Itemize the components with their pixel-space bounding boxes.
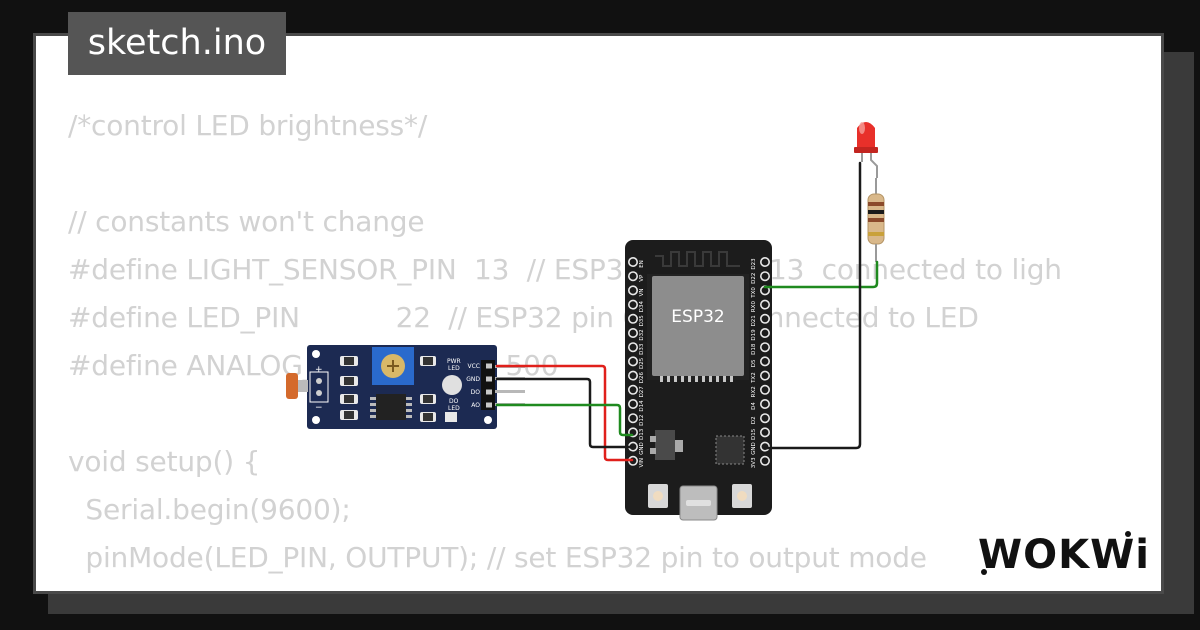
- pin-label: VIN: [639, 458, 645, 468]
- pin-d25[interactable]: [627, 356, 638, 367]
- editor-card: /*control LED brightness*/ // constants …: [33, 33, 1164, 594]
- pin-d27[interactable]: [627, 384, 638, 395]
- pin-label: D12: [639, 415, 645, 426]
- pin-label: D34: [639, 300, 645, 312]
- pin-d23[interactable]: [759, 256, 770, 267]
- pin-label: D5: [751, 359, 757, 367]
- pin-3v3[interactable]: [759, 455, 770, 466]
- svg-text:+: +: [315, 365, 323, 375]
- pin-label: VN: [639, 288, 645, 296]
- pin-en[interactable]: [627, 256, 638, 267]
- pin-label: D33: [639, 343, 645, 355]
- pin-d33[interactable]: [627, 342, 638, 353]
- pin-label: D13: [639, 428, 645, 440]
- resistor[interactable]: [867, 178, 885, 262]
- pin-rx2[interactable]: [759, 384, 770, 395]
- pin-d19[interactable]: [759, 327, 770, 338]
- pin-label: D27: [639, 386, 645, 398]
- pin-label: GND: [639, 442, 645, 455]
- pin-label: RX2: [751, 386, 757, 397]
- pin-label: D15: [751, 428, 757, 440]
- code-line[interactable]: Serial.begin(9600);: [68, 493, 351, 526]
- pin-d12[interactable]: [627, 413, 638, 424]
- file-tab[interactable]: sketch.ino: [68, 12, 286, 75]
- pin-label: D21: [751, 315, 757, 326]
- pin-d21[interactable]: [759, 313, 770, 324]
- sensor-pin-gnd[interactable]: [486, 376, 492, 382]
- pin-d5[interactable]: [759, 356, 770, 367]
- sensor-pin-label: AO: [471, 402, 480, 409]
- pin-tx2[interactable]: [759, 370, 770, 381]
- pin-gnd[interactable]: [759, 441, 770, 452]
- pin-label: VP: [639, 274, 645, 282]
- wokwi-logo-text: WOKWi: [978, 532, 1150, 576]
- pin-d35[interactable]: [627, 313, 638, 324]
- sensor-pin-label: DO: [471, 389, 481, 396]
- red-led[interactable]: [854, 122, 878, 178]
- pin-label: D22: [751, 273, 757, 284]
- sensor-pin-ao[interactable]: [486, 402, 492, 408]
- pin-label: D4: [751, 402, 757, 410]
- pin-label: D26: [639, 371, 645, 383]
- svg-text:−: −: [315, 403, 323, 413]
- pin-d18[interactable]: [759, 342, 770, 353]
- code-line[interactable]: // constants won't change: [68, 205, 425, 238]
- sensor-pin-header: VCC GND DO AO: [466, 363, 492, 409]
- pin-label: D18: [751, 343, 757, 355]
- wire-led-cathode[interactable]: [763, 161, 862, 450]
- pin-d4[interactable]: [759, 398, 770, 409]
- wire-vcc[interactable]: [495, 364, 634, 462]
- sensor-pin-label: GND: [466, 376, 480, 383]
- pin-d26[interactable]: [627, 370, 638, 381]
- pin-label: TX2: [751, 372, 757, 384]
- pin-label: D14: [639, 400, 645, 412]
- esp32-board[interactable]: ESP32 ENVPVND34D35D32D33D25D26D27D14D12D…: [625, 240, 772, 521]
- pin-label: D2: [751, 416, 757, 424]
- sensor-pin-do[interactable]: [486, 389, 492, 395]
- pin-d34[interactable]: [627, 299, 638, 310]
- pin-d14[interactable]: [627, 398, 638, 409]
- wire-led-anode[interactable]: [763, 260, 879, 289]
- pin-label: RX0: [751, 301, 757, 313]
- pin-vp[interactable]: [627, 271, 638, 282]
- pin-label: EN: [639, 260, 645, 268]
- pin-rx0[interactable]: [759, 299, 770, 310]
- pin-label: TX0: [751, 287, 757, 299]
- pin-label: D32: [639, 329, 645, 340]
- pin-label: D23: [751, 258, 757, 270]
- wokwi-logo: WOKWi: [978, 531, 1150, 576]
- pin-label: 3V3: [751, 457, 757, 468]
- board-label: ESP32: [671, 307, 724, 327]
- sensor-pin-label: VCC: [468, 363, 480, 370]
- pin-label: D19: [751, 329, 757, 341]
- pin-label: D35: [639, 315, 645, 327]
- esp32-module: [652, 276, 744, 376]
- pin-label: GND: [751, 442, 757, 455]
- pin-d32[interactable]: [627, 327, 638, 338]
- pin-d2[interactable]: [759, 413, 770, 424]
- pin-d22[interactable]: [759, 271, 770, 282]
- pin-vn[interactable]: [627, 285, 638, 296]
- sensor-pin-vcc[interactable]: [486, 363, 492, 369]
- wire-ao[interactable]: [495, 403, 634, 437]
- pin-d15[interactable]: [759, 427, 770, 438]
- code-line[interactable]: pinMode(LED_PIN, OUTPUT); // set ESP32 p…: [68, 541, 927, 574]
- code-line[interactable]: }: [68, 582, 1062, 591]
- pin-label: D25: [639, 357, 645, 369]
- wire-gnd[interactable]: [495, 377, 634, 449]
- code-line[interactable]: void setup() {: [68, 445, 261, 478]
- code-line[interactable]: /*control LED brightness*/: [68, 109, 428, 142]
